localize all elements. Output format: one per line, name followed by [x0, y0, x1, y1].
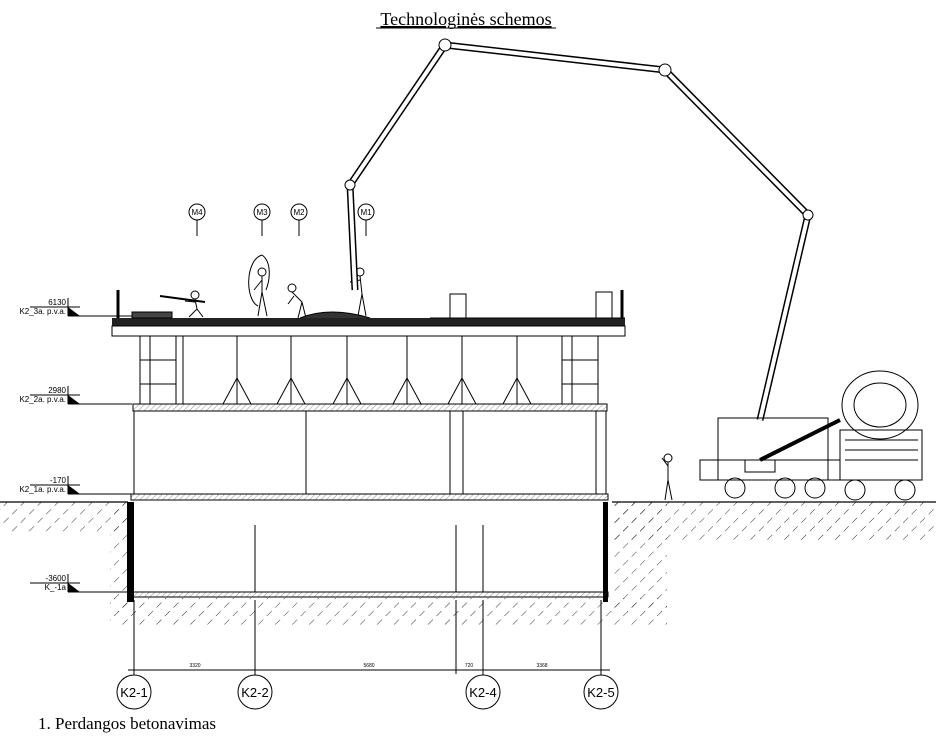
level-marker-icon	[68, 307, 80, 316]
level-value: -3600	[46, 574, 67, 583]
dimension-value: 720	[465, 663, 474, 669]
worker-label: M4	[191, 208, 203, 217]
level-label: K2_1a. p.v.a.	[19, 485, 66, 494]
concrete-pump-truck	[344, 38, 841, 499]
prop-tripod	[332, 376, 362, 405]
prop-tripod	[447, 376, 477, 405]
drawing-title: Technologinės schemos	[380, 9, 551, 29]
floor-slabs	[111, 290, 626, 501]
level-label: K2_2a. p.v.a.	[19, 395, 66, 404]
basement-structure	[127, 502, 609, 602]
workers-figures	[131, 254, 673, 501]
worker-label: M3	[256, 208, 268, 217]
level-value: -170	[50, 476, 67, 485]
prop-tripod	[276, 376, 306, 405]
worker-label: M1	[360, 208, 372, 217]
level-value: 6130	[48, 298, 66, 307]
level-label: K_-1a	[45, 583, 67, 592]
level-label: K2_3a. p.v.a.	[19, 307, 66, 316]
dimension-value: 3320	[189, 663, 200, 669]
concrete-mixer-truck	[839, 370, 923, 501]
axis-label: K2-5	[587, 685, 614, 700]
axis-bubble	[583, 674, 619, 710]
prop-tripod	[502, 376, 532, 405]
level-marker-icon	[68, 583, 80, 592]
worker-labels: M4 M3 M2 M1	[188, 203, 375, 236]
drawing-caption: 1. Perdangos betonavimas	[38, 714, 216, 733]
axis-bubble	[237, 674, 273, 710]
dimension-value: 3368	[536, 663, 547, 669]
axis-bubble	[465, 674, 501, 710]
level-marker-icon	[68, 485, 80, 494]
level-marker-icon	[68, 395, 80, 404]
formwork-props	[139, 335, 599, 405]
dimension-value: 5680	[363, 663, 374, 669]
axis-bubble	[116, 674, 152, 710]
prop-tripod	[222, 376, 252, 405]
ground	[0, 501, 936, 628]
level-value: 2980	[48, 386, 66, 395]
axis-label: K2-2	[241, 685, 268, 700]
worker-label: M2	[293, 208, 305, 217]
prop-tripod	[392, 376, 422, 405]
grid-axes: K2-1 K2-2 K2-4 K2-5 3320 5680 720 3368	[116, 600, 619, 710]
axis-label: K2-4	[469, 685, 496, 700]
axis-label: K2-1	[120, 685, 147, 700]
